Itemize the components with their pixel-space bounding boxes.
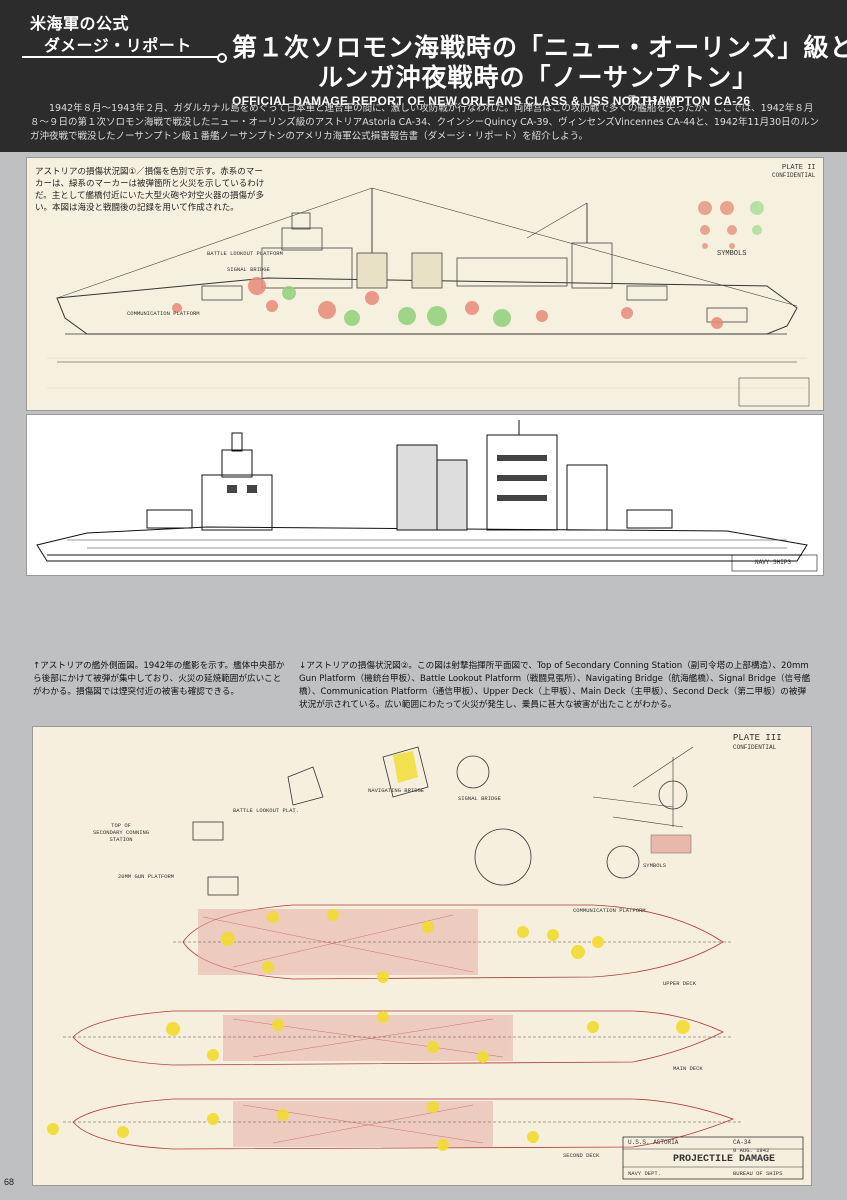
title-line2: ルンガ沖夜戦時の「ノーサンプトン」 — [318, 63, 759, 92]
caption-right: ↓アストリアの損傷状況図②。この図は射撃指揮所平面図で、Top of Secon… — [299, 661, 811, 710]
label-navigating-bridge: NAVIGATING BRIDGE — [368, 787, 425, 794]
panel1-note: アストリアの損傷状況図①／損傷を色別で示す。赤系のマーカーは、緑系のマーカーは被… — [35, 167, 265, 213]
panel2-stamp: NAVY SHIPS — [755, 559, 792, 566]
label-battle-lookout: BATTLE LOOKOUT PLAT. — [233, 807, 300, 814]
label-communication-platform: COMMUNICATION PLATFORM — [573, 907, 646, 914]
panel1-label-comm: COMMUNICATION PLATFORM — [127, 310, 200, 317]
tag-dot — [217, 53, 227, 63]
title-navy-dept: NAVY DEPT. — [628, 1170, 662, 1177]
label-second-deck: SECOND DECK — [563, 1152, 600, 1159]
astoria-outboard-profile: NAVY SHIPS — [27, 415, 823, 575]
astoria-damage-profile-plate: アストリアの損傷状況図①／損傷を色別で示す。赤系のマーカーは、緑系のマーカーは被… — [27, 158, 823, 410]
intro-paragraph: 1942年８月〜1943年２月、ガダルカナル島をめぐって日本軍と連合軍の間に、激… — [30, 103, 819, 142]
image-credit: 図：U.S.NAVY — [628, 95, 681, 104]
panel3-plate-label: PLATE III — [733, 733, 782, 743]
damage-profile-drawing — [47, 187, 810, 407]
title-projectile-damage: PROJECTILE DAMAGE — [673, 1154, 776, 1165]
label-20mm-gun-platform: 20MM GUN PLATFORM — [118, 873, 175, 880]
panel1-plate-label: PLATE II — [782, 164, 816, 172]
title-bureau: BUREAU OF SHIPS — [733, 1170, 783, 1177]
panel1-symbols-label: SYMBOLS — [717, 250, 747, 258]
panel3-confidential: CONFIDENTIAL — [733, 744, 777, 751]
label-symbols: SYMBOLS — [643, 862, 667, 869]
label-signal-bridge: SIGNAL BRIDGE — [458, 795, 501, 802]
deck-plan-drawing — [47, 746, 804, 1180]
panel1-confidential: CONFIDENTIAL — [772, 172, 816, 179]
series-tag-line2: ダメージ・リポート — [44, 36, 192, 55]
series-tag: 米海軍の公式 ダメージ・リポート — [22, 8, 232, 70]
panel1-label-signal: SIGNAL BRIDGE — [227, 266, 270, 273]
english-subtitle: OFFICIAL DAMAGE REPORT OF NEW ORLEANS CL… — [232, 94, 751, 108]
page-header: 米海軍の公式 ダメージ・リポート 第１次ソロモン海戦時の「ニュー・オーリンズ」級… — [0, 0, 847, 152]
series-tag-line1: 米海軍の公式 — [30, 14, 130, 33]
title-date: 9 AUG. 1942 — [733, 1147, 770, 1154]
label-upper-deck: UPPER DECK — [663, 980, 697, 987]
title-hull: CA-34 — [733, 1139, 752, 1146]
label-main-deck: MAIN DECK — [673, 1065, 703, 1072]
label-top-secondary-conning: TOP OF SECONDARY CONNING STATION — [93, 822, 150, 843]
panel1-label-lookout: BATTLE LOOKOUT PLATFORM — [207, 250, 283, 257]
caption-left: ↑アストリアの艦外側面図。1942年の艦影を示す。艦体中央部から後部にかけて被弾… — [33, 661, 285, 697]
projectile-damage-plate: PLATE III CONFIDENTIAL TOP OF SECONDARY … — [33, 727, 811, 1185]
title-ship-id: U.S.S. ASTORIA — [628, 1139, 679, 1146]
outboard-profile-drawing — [36, 420, 818, 572]
page-number: 68 — [4, 1177, 15, 1187]
title-line1: 第１次ソロモン海戦時の「ニュー・オーリンズ」級と — [232, 33, 847, 62]
tag-underline — [22, 56, 218, 58]
